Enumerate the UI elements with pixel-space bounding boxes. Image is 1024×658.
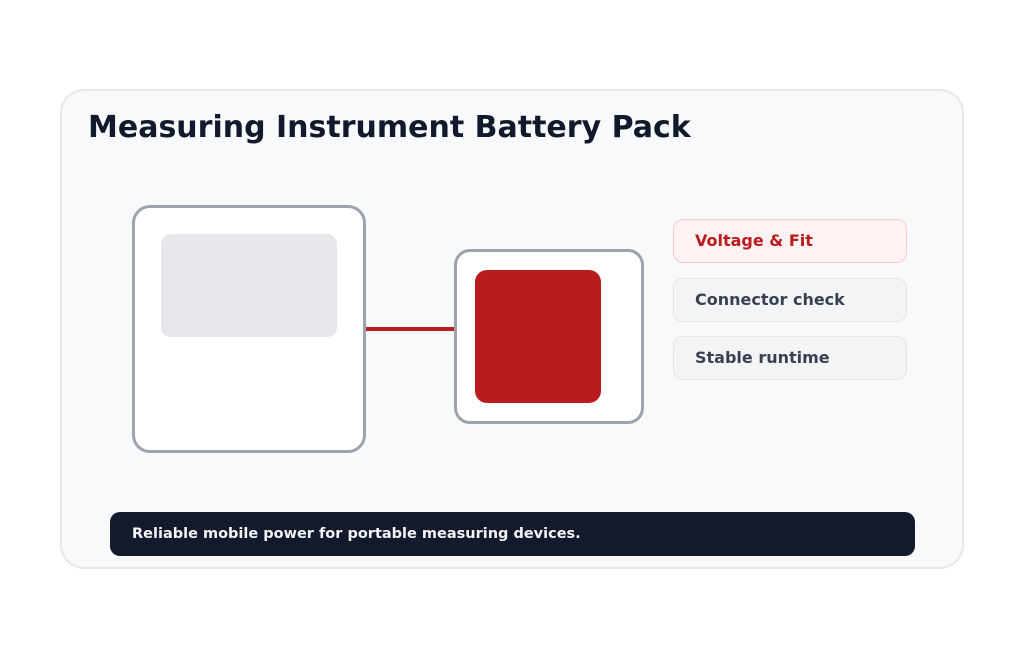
footer-banner: Reliable mobile power for portable measu… xyxy=(110,512,915,556)
feature-voltage-fit: Voltage & Fit xyxy=(673,219,907,263)
connector-cable xyxy=(366,327,456,331)
device-screen xyxy=(161,234,337,337)
feature-stable-runtime: Stable runtime xyxy=(673,336,907,380)
feature-connector-check: Connector check xyxy=(673,278,907,322)
page-title: Measuring Instrument Battery Pack xyxy=(88,110,691,145)
battery-cell xyxy=(475,270,601,403)
